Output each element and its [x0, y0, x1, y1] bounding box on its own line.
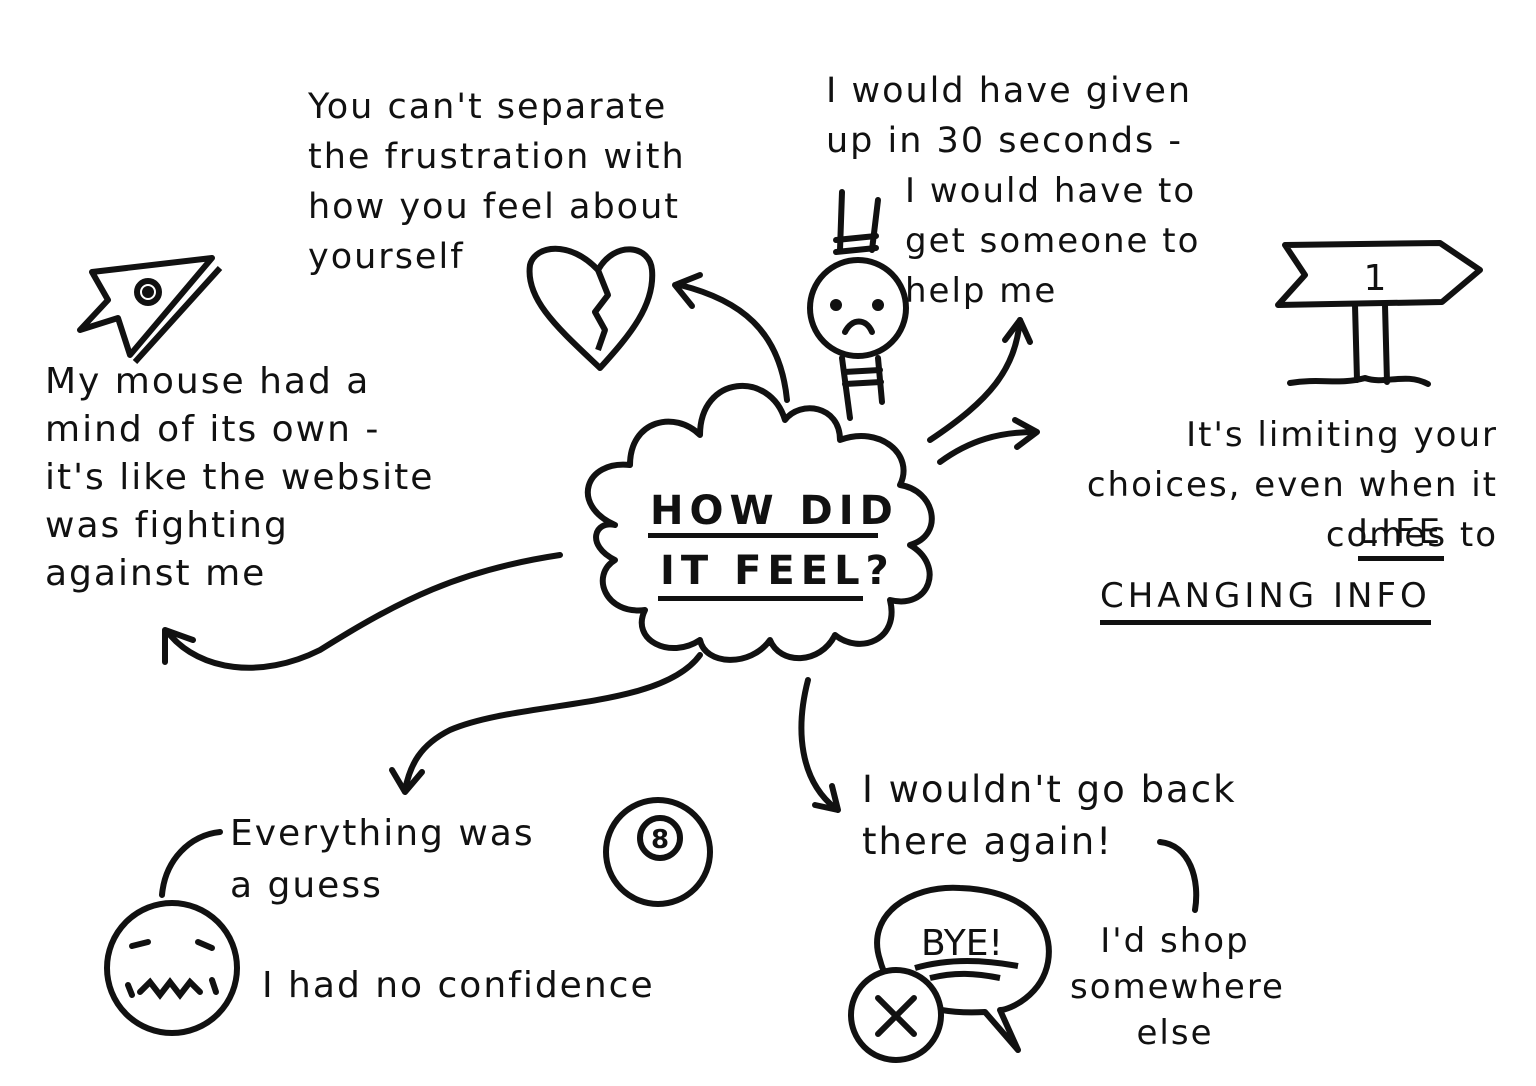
worried-face-icon: [104, 900, 240, 1036]
arrow-to-limiting: [937, 429, 1038, 465]
arrow-to-guess-head: [389, 767, 425, 795]
center-title-underline2: [658, 596, 863, 601]
note-someone: I would have to get someone to help me: [905, 171, 1201, 311]
cursor-icon: [77, 255, 223, 365]
signpost-icon: [1275, 240, 1483, 387]
center-title-underline1: [648, 533, 878, 538]
note-confidence: I had no confidence: [262, 965, 655, 1006]
bye-text: BYE!: [921, 923, 1003, 964]
x-circle-icon: [848, 967, 944, 1063]
arrow-to-guess: [402, 652, 703, 793]
arrow-to-mouse: [167, 552, 563, 671]
note-limiting: It's limiting your choices, even when it…: [1086, 415, 1498, 555]
note-go-back: I wouldn't go back there again!: [862, 768, 1237, 863]
note-mouse: My mouse had a mind of its own - it's li…: [45, 361, 435, 594]
note-gave-up: I would have given up in 30 seconds -: [826, 71, 1193, 161]
arrow-to-limiting-head: [1012, 417, 1040, 450]
arrow-to-go-back-head: [812, 783, 841, 813]
eight-ball-number: 8: [651, 825, 669, 855]
hanging-sad-person-icon: [807, 189, 909, 421]
note-life: LIFE: [1358, 510, 1445, 561]
arrow-to-mouse-head: [162, 627, 196, 665]
note-guess: Everything was a guess: [230, 813, 535, 906]
arrow-to-gave-up-head: [1002, 317, 1033, 345]
broken-heart-icon: [526, 245, 656, 371]
note-life-changing: CHANGING INFO: [1100, 574, 1431, 625]
center-title-line1: HOW DID: [650, 488, 899, 534]
arrow-to-go-back: [798, 677, 838, 811]
note-shop: I'd shop somewhere else: [1070, 921, 1285, 1053]
connector-go-back-shop: [1157, 839, 1200, 913]
center-cloud: [584, 383, 935, 663]
signpost-number: 1: [1364, 258, 1387, 299]
arrow-to-frustration-head: [672, 272, 703, 309]
arrow-to-frustration: [677, 282, 790, 403]
arrow-to-gave-up: [927, 317, 1023, 443]
center-title-line2: IT FEEL?: [660, 548, 895, 594]
connector-guess-face: [159, 829, 223, 898]
eight-ball-icon: [603, 797, 713, 907]
note-frustration: You can't separate the frustration with …: [308, 87, 686, 277]
